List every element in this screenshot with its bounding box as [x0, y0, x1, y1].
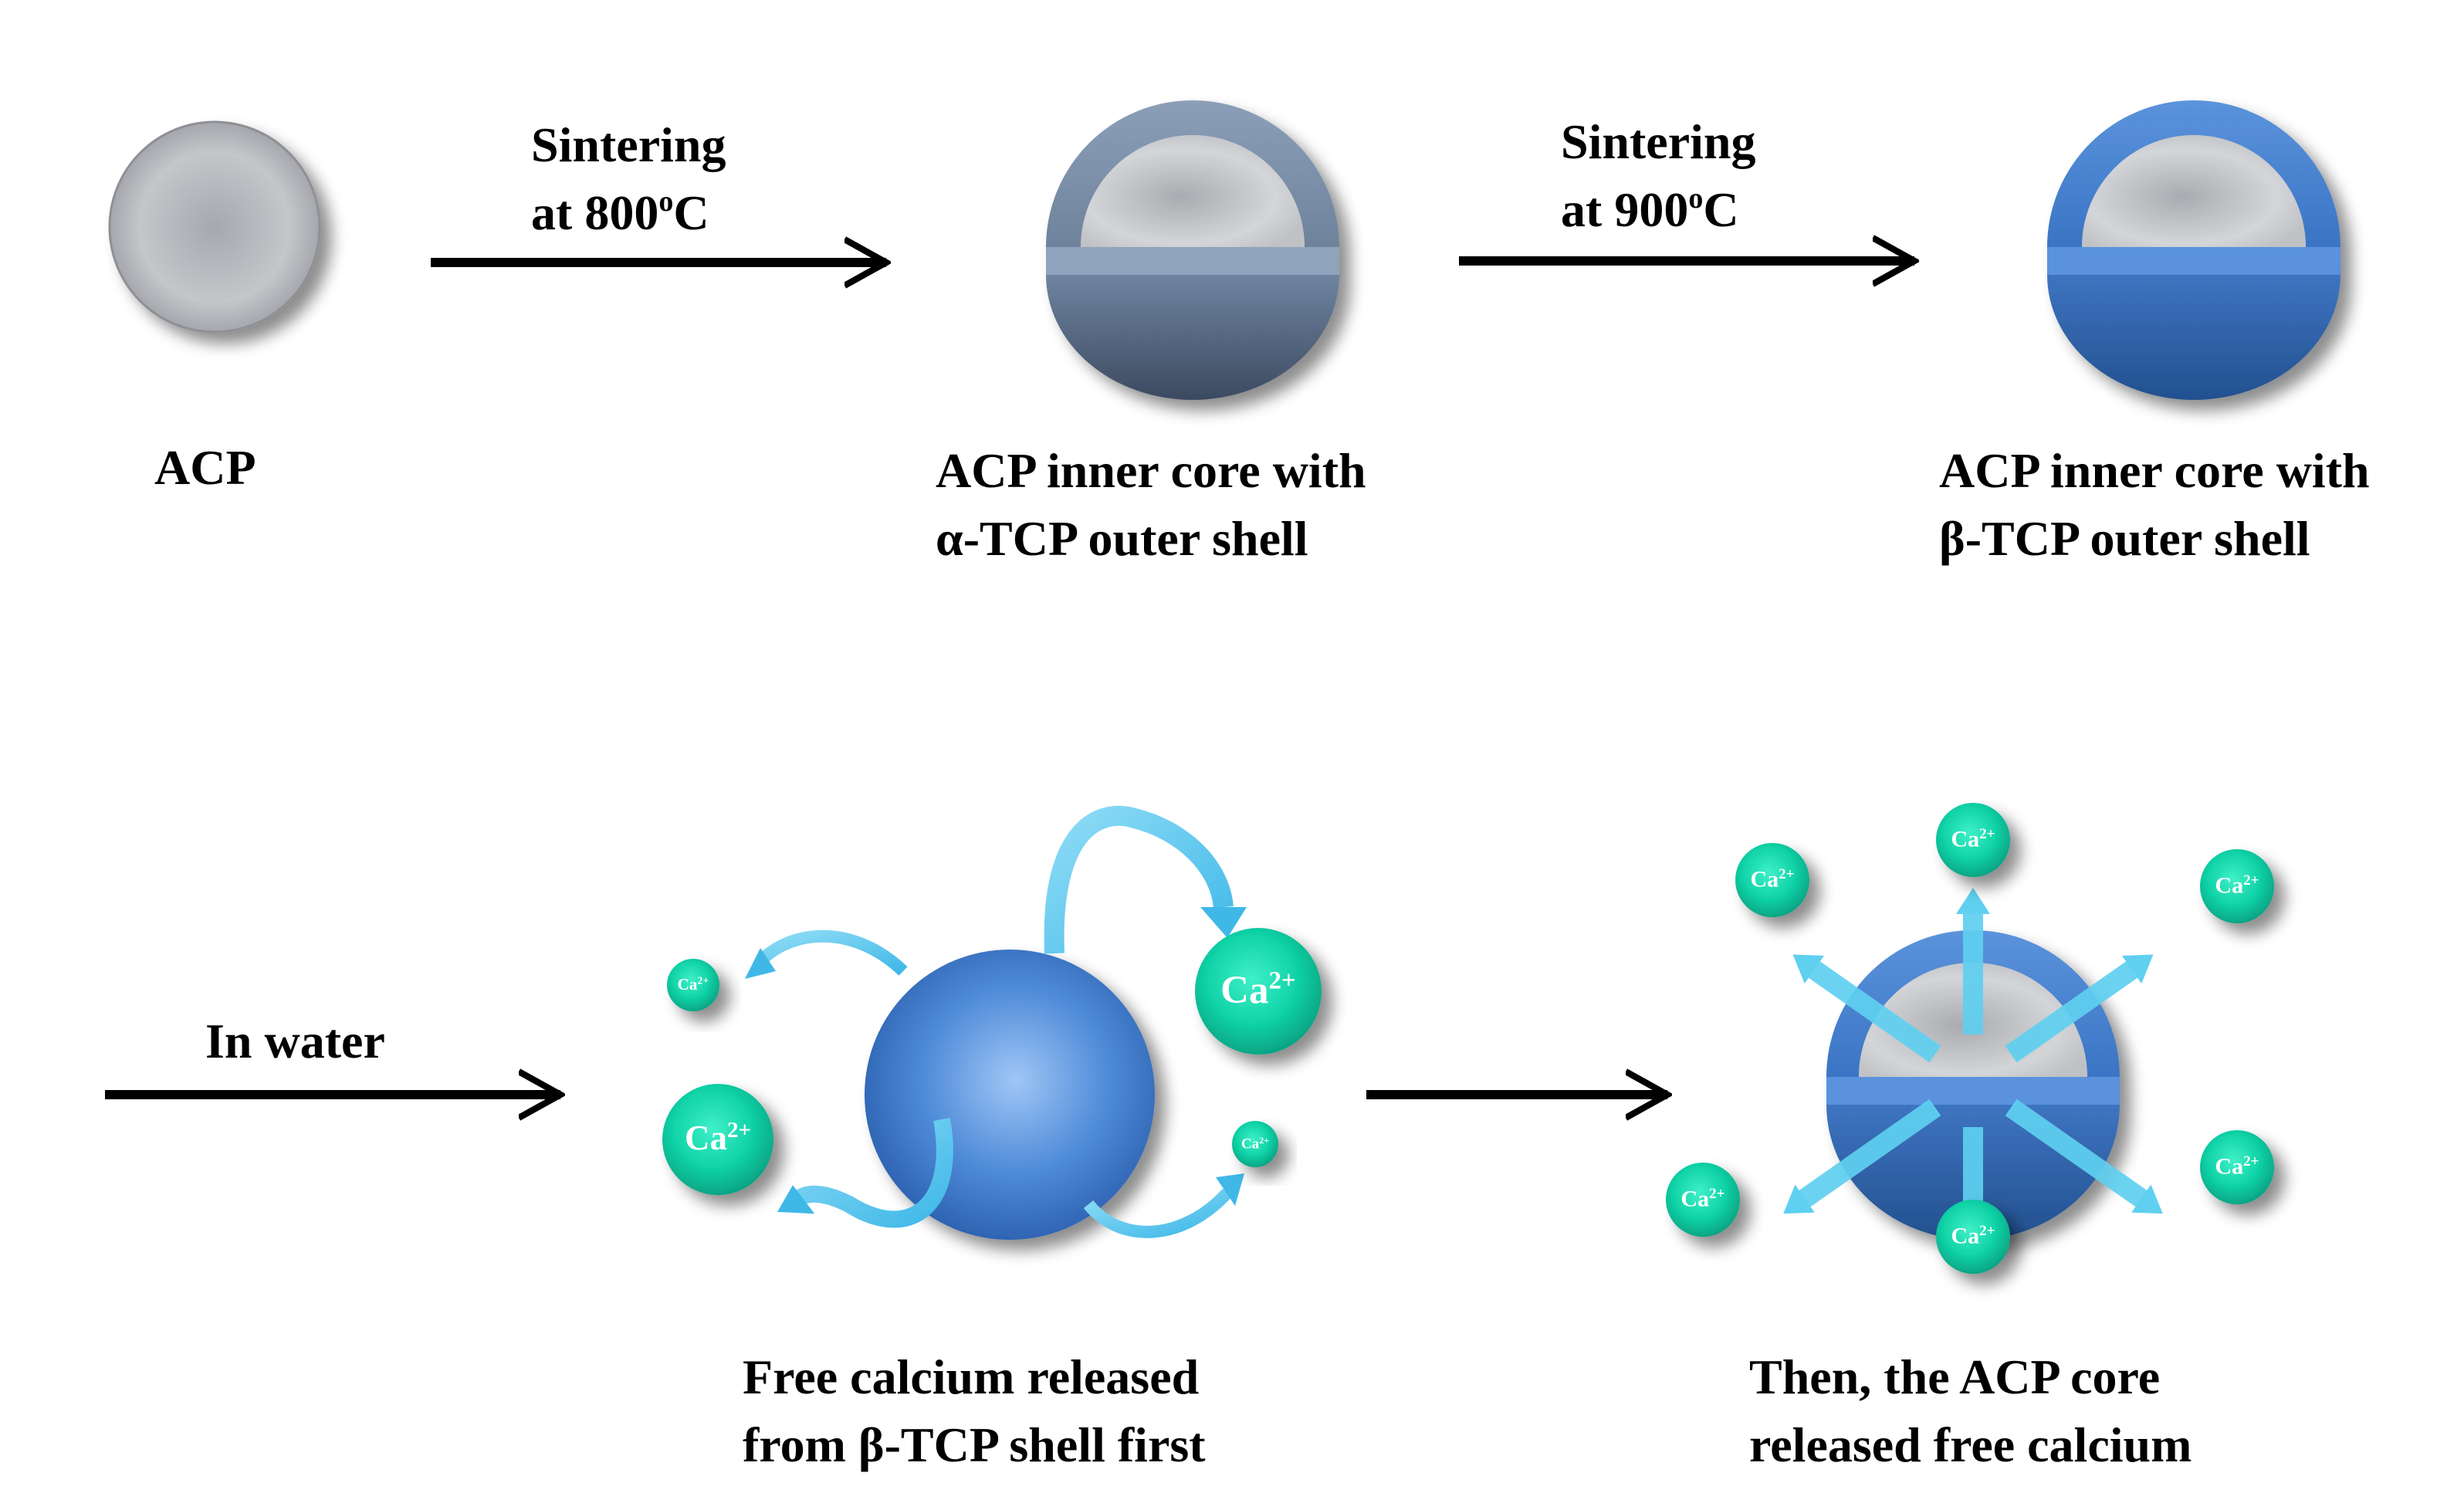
label-beta-line1: ACP inner core with	[1939, 443, 2370, 498]
acp-core-releasing-sphere	[1783, 888, 2163, 1270]
label-in-water: In water	[205, 1014, 385, 1068]
calcium-ion-label: Ca2+	[1241, 1135, 1269, 1153]
release-arrowhead	[1783, 1184, 1815, 1214]
release-arrowhead	[2121, 954, 2154, 984]
ribbon-arrow-left-top	[745, 929, 908, 979]
calcium-ion: Ca2+	[1232, 1121, 1278, 1167]
label-free-calcium: Free calcium released from β-TCP shell f…	[743, 1343, 1206, 1479]
ribbon-arrow-top	[1044, 805, 1247, 954]
beta-tcp-shell-sphere	[2047, 100, 2340, 400]
calcium-ion: Ca2+	[1195, 928, 1322, 1055]
label-alpha-tcp-shell: ACP inner core with α-TCP outer shell	[936, 437, 1366, 573]
label-then-acp-core: Then, the ACP core released free calcium	[1749, 1343, 2192, 1479]
calcium-ion: Ca2+	[667, 959, 719, 1011]
label-alpha-line2: α-TCP outer shell	[936, 511, 1308, 566]
label-acp: ACP	[154, 440, 256, 495]
label-free-line2: from β-TCP shell first	[743, 1417, 1206, 1472]
label-sintering-900: Sintering at 900oC	[1561, 108, 1755, 244]
release-arrowhead	[1956, 888, 1990, 914]
label-beta-line2: β-TCP outer shell	[1939, 511, 2310, 566]
calcium-ion-label: Ca2+	[685, 1118, 751, 1157]
release-arrow	[1794, 1099, 1941, 1210]
label-sintering-900-line1: Sintering	[1561, 114, 1756, 169]
calcium-ion-label: Ca2+	[1951, 826, 1995, 852]
calcium-ion: Ca2+	[2200, 849, 2274, 923]
alpha-tcp-shell-sphere	[1046, 100, 1339, 400]
label-then-line1: Then, the ACP core	[1749, 1349, 2161, 1404]
calcium-ions: Ca2+ Ca2+ Ca2+ Ca2+ Ca2+ Ca2+ Ca2+ Ca2+ Ca2+ Ca2+	[662, 803, 2274, 1274]
label-sintering-800-line1: Sintering	[531, 117, 726, 172]
calcium-ion: Ca2+	[1936, 1200, 2010, 1274]
calcium-ion-label: Ca2+	[1951, 1223, 1995, 1249]
calcium-ion-label: Ca2+	[678, 975, 709, 994]
label-beta-tcp-shell: ACP inner core with β-TCP outer shell	[1939, 437, 2370, 573]
release-arrow	[2005, 957, 2143, 1063]
calcium-ion: Ca2+	[1666, 1163, 1740, 1237]
label-then-line2: released free calcium	[1749, 1417, 2192, 1472]
label-sintering-800-line2: at 800oC	[531, 185, 709, 240]
calcium-ion: Ca2+	[2200, 1130, 2274, 1204]
release-arrowhead	[2131, 1184, 2163, 1214]
calcium-ion-label: Ca2+	[1220, 967, 1296, 1012]
calcium-ion: Ca2+	[1735, 843, 1809, 917]
acp-sphere	[108, 120, 321, 333]
calcium-ion: Ca2+	[662, 1084, 773, 1195]
label-alpha-line1: ACP inner core with	[936, 443, 1366, 498]
calcium-ion-label: Ca2+	[1681, 1186, 1725, 1212]
calcium-ion: Ca2+	[1936, 803, 2010, 877]
release-arrow	[2005, 1099, 2152, 1210]
calcium-ion-label: Ca2+	[1751, 866, 1795, 892]
label-sintering-800: Sintering at 800oC	[531, 111, 726, 247]
calcium-ion-label: Ca2+	[2215, 872, 2259, 899]
ribbon-arrow-left-bottom	[777, 1118, 953, 1228]
label-sintering-900-line2: at 900oC	[1561, 181, 1739, 237]
label-free-line1: Free calcium released	[743, 1349, 1200, 1404]
ribbon-arrow-right-bottom	[1083, 1173, 1244, 1238]
beta-tcp-sphere-releasing	[745, 805, 1247, 1240]
release-arrow	[1803, 957, 1941, 1063]
calcium-ion-label: Ca2+	[2215, 1153, 2259, 1180]
release-arrowhead	[1792, 954, 1825, 984]
